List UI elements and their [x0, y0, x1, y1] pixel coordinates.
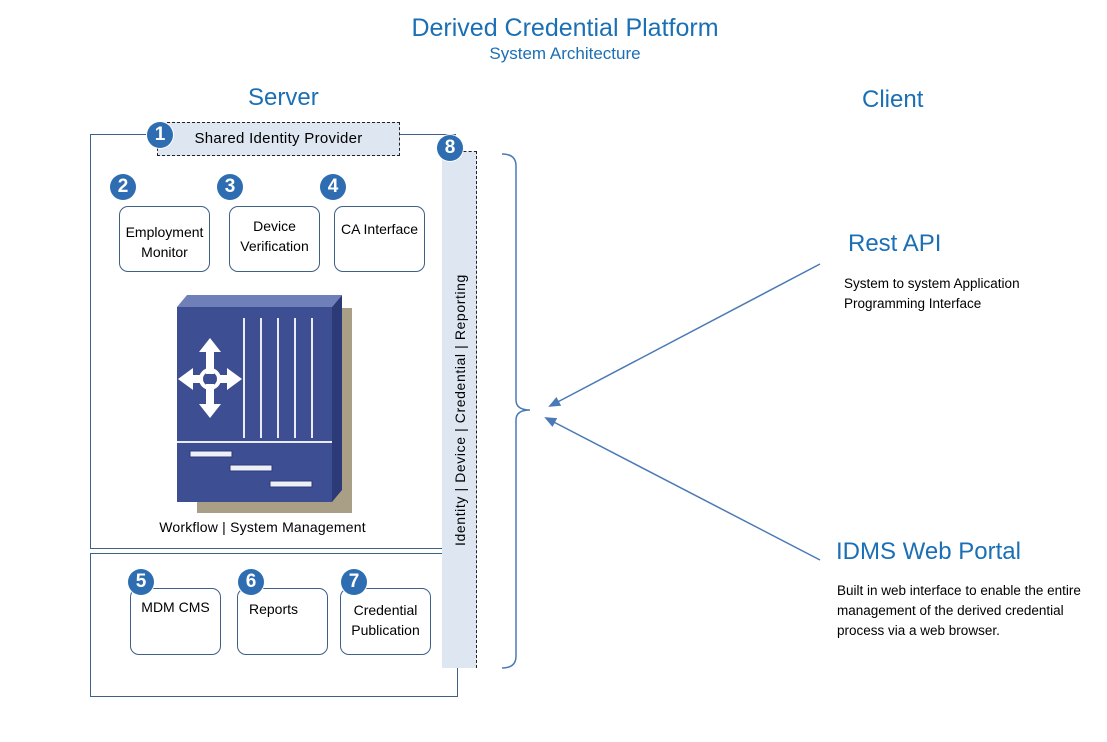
client-heading: Client: [862, 86, 924, 113]
badge-7: 7: [341, 569, 367, 595]
badge-3: 3: [217, 174, 243, 200]
web-portal-description: Built in web interface to enable the ent…: [837, 583, 1081, 638]
diagram-title: Derived Credential Platform: [411, 14, 719, 42]
web-portal-arrow: [544, 417, 821, 561]
identity-device-credential-bar: [442, 151, 477, 668]
device-verification-box: Device Verification: [229, 206, 320, 272]
credential-publication-box: Credential Publication: [340, 588, 431, 655]
rest-api-description: System to system Application Programming…: [844, 276, 1020, 311]
rest-api-arrow: [548, 263, 821, 407]
badge-8: 8: [437, 135, 463, 161]
ca-interface-box: CA Interface: [334, 206, 425, 272]
badge-6: 6: [238, 569, 264, 595]
mdm-cms-box: MDM CMS: [130, 588, 221, 655]
curly-brace: [501, 153, 531, 669]
reports-box: Reports: [237, 588, 328, 655]
rest-api-title: Rest API: [848, 230, 942, 257]
badge-2: 2: [110, 174, 136, 200]
workflow-caption: Workflow | System Management: [159, 519, 366, 535]
server-heading: Server: [248, 84, 319, 111]
badge-5: 5: [128, 569, 154, 595]
badge-1: 1: [147, 122, 173, 148]
employment-monitor-box: Employment Monitor: [119, 206, 210, 272]
web-portal-title: IDMS Web Portal: [836, 538, 1021, 565]
diagram-subtitle: System Architecture: [489, 44, 641, 63]
badge-4: 4: [320, 174, 346, 200]
